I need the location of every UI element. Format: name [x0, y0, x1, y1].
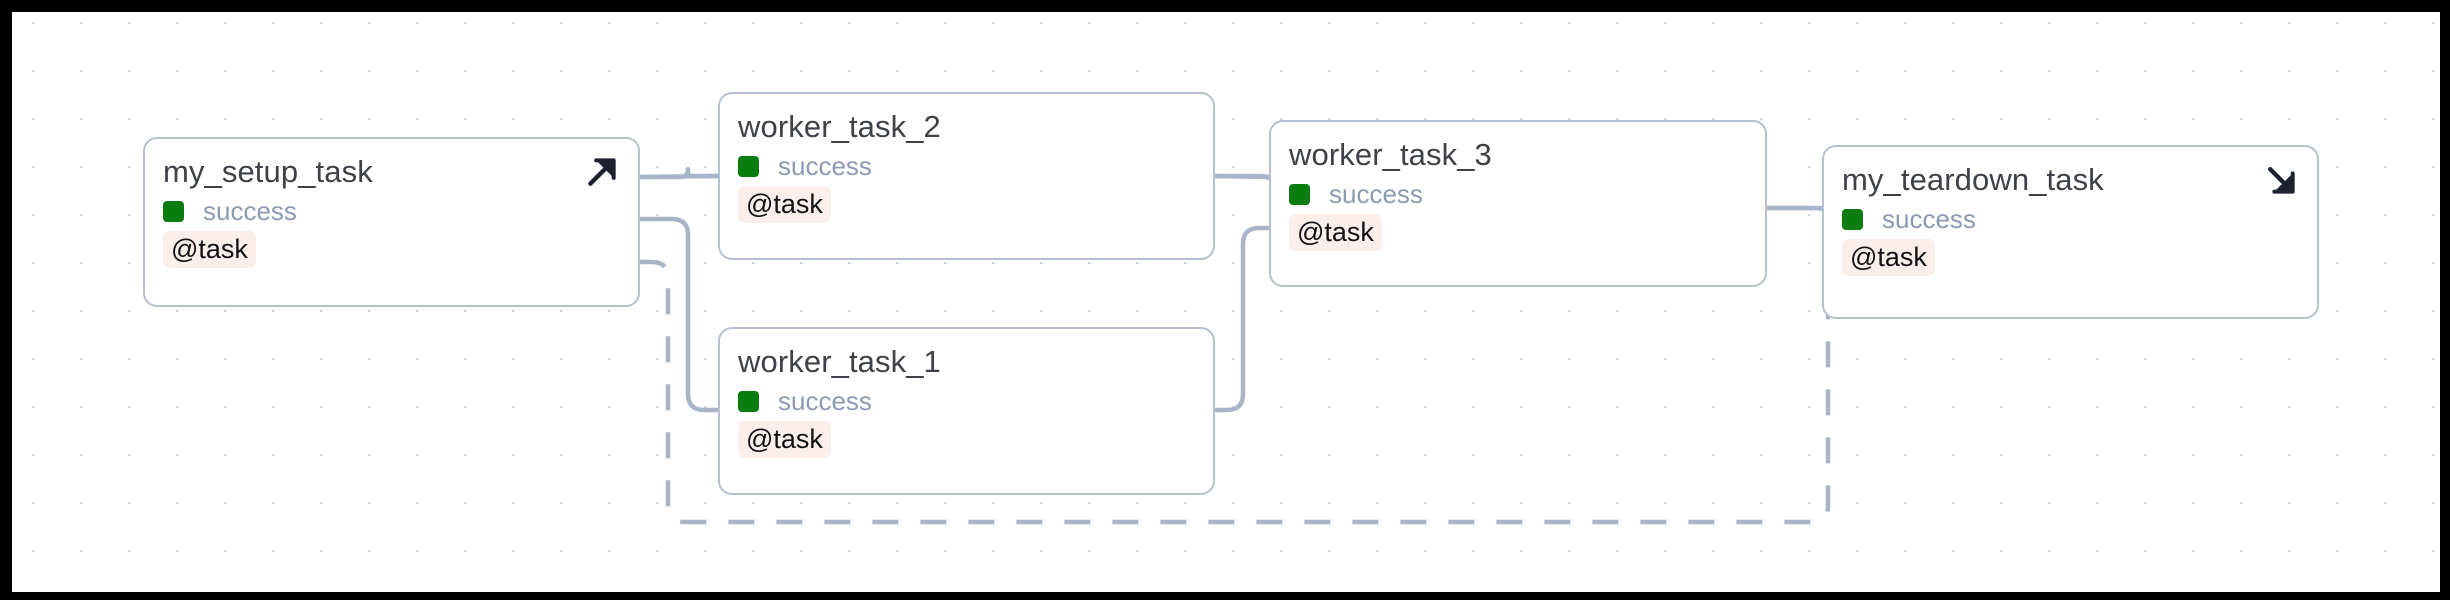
node-title: worker_task_1: [738, 344, 941, 379]
edge-worker1-to-worker3: [1215, 225, 1269, 413]
status-swatch-icon: [163, 200, 184, 222]
graph-canvas[interactable]: my_setup_task success @task worker_task_…: [12, 12, 2440, 592]
node-status-row: success: [738, 386, 1195, 416]
node-my-teardown-task[interactable]: my_teardown_task success @task: [1822, 145, 2319, 319]
node-worker-task-1[interactable]: worker_task_1 success @task: [718, 327, 1215, 495]
node-title: my_setup_task: [163, 154, 373, 189]
node-status-row: success: [1289, 179, 1747, 209]
arrow-up-right-icon: [582, 152, 622, 192]
node-status-row: success: [1842, 204, 2299, 234]
status-label: success: [1882, 204, 1976, 234]
node-tag-badge: @task: [1842, 239, 1935, 276]
status-swatch-icon: [1289, 183, 1310, 205]
node-title: worker_task_2: [738, 109, 941, 144]
status-swatch-icon: [1842, 208, 1863, 230]
arrow-down-right-icon: [2261, 160, 2301, 200]
node-worker-task-3[interactable]: worker_task_3 success @task: [1269, 120, 1767, 287]
edge-worker2-to-worker3-seg: [1214, 173, 1270, 180]
node-title: worker_task_3: [1289, 137, 1492, 172]
node-status-row: success: [163, 196, 620, 226]
status-label: success: [778, 151, 872, 181]
edge-worker2-to-worker3: [1215, 173, 1272, 181]
status-label: success: [778, 386, 872, 416]
node-tag-badge: @task: [738, 186, 831, 223]
edge-worker3-to-teardown: [1767, 205, 1825, 212]
edge-setup-to-worker2-seg: [639, 173, 719, 180]
node-my-setup-task[interactable]: my_setup_task success @task: [143, 137, 640, 307]
status-label: success: [1329, 179, 1423, 209]
node-status-row: success: [738, 151, 1195, 181]
edge-setup-to-worker2: [640, 166, 718, 180]
node-title: my_teardown_task: [1842, 162, 2104, 197]
edge-setup-to-worker1: [640, 216, 718, 413]
node-worker-task-2[interactable]: worker_task_2 success @task: [718, 92, 1215, 260]
node-tag-badge: @task: [1289, 214, 1382, 251]
node-tag-badge: @task: [738, 421, 831, 458]
node-tag-badge: @task: [163, 231, 256, 268]
status-swatch-icon: [738, 155, 759, 177]
status-swatch-icon: [738, 390, 759, 412]
status-label: success: [203, 196, 297, 226]
